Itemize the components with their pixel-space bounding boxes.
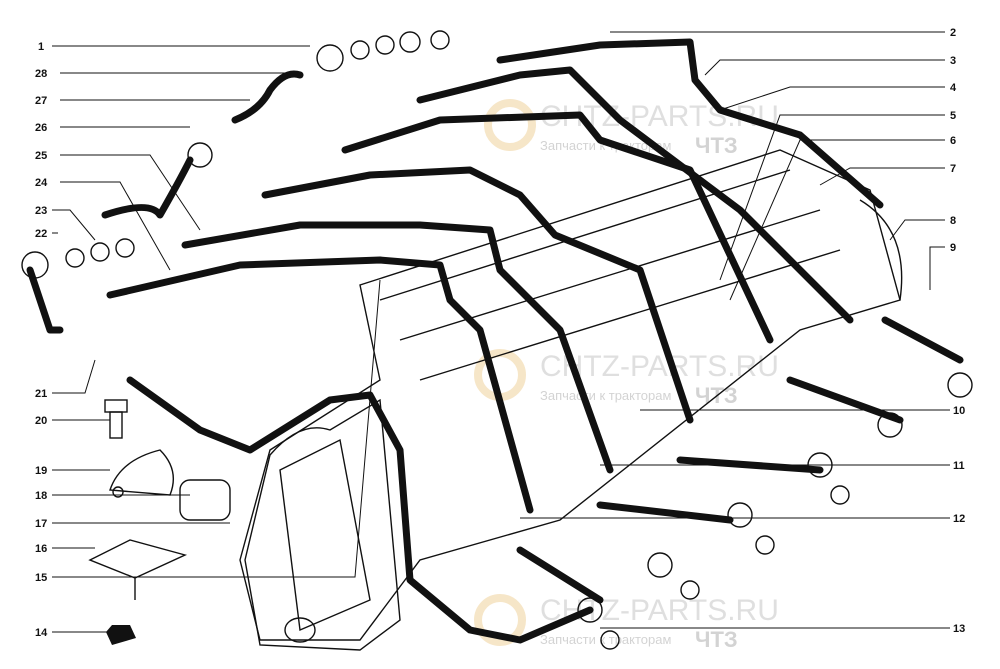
callout-18: 18: [35, 490, 47, 502]
callout-13: 13: [953, 623, 965, 635]
callout-22: 22: [35, 228, 47, 240]
callout-1: 1: [38, 41, 44, 53]
callout-11: 11: [953, 460, 965, 472]
callout-14: 14: [35, 627, 48, 639]
callout-5: 5: [950, 110, 956, 122]
callout-7: 7: [950, 163, 956, 175]
callout-27: 27: [35, 95, 47, 107]
callout-28: 28: [35, 68, 47, 80]
callout-19: 19: [35, 465, 47, 477]
small-parts: [88, 399, 231, 645]
callout-21: 21: [35, 388, 47, 400]
callouts-left: 1 28 27 26 25 24 23 22 21 20 19 18 17 16…: [35, 41, 48, 639]
callout-3: 3: [950, 55, 956, 67]
callout-2: 2: [950, 27, 956, 39]
callout-17: 17: [35, 518, 47, 530]
fuel-pipes: [26, 38, 884, 644]
callout-25: 25: [35, 150, 47, 162]
callout-20: 20: [35, 415, 47, 427]
callout-26: 26: [35, 122, 47, 134]
watermark-site: CHTZ-PARTS.RU: [540, 594, 779, 627]
callout-12: 12: [953, 513, 965, 525]
injection-pump-body: [239, 149, 903, 651]
watermark-brand: ЧТЗ: [695, 133, 738, 158]
banjo-fittings: [21, 30, 973, 650]
callout-6: 6: [950, 135, 956, 147]
leader-lines: [52, 31, 950, 633]
callout-23: 23: [35, 205, 47, 217]
callout-15: 15: [35, 572, 47, 584]
watermark-middle: CHTZ-PARTS.RU Запчасти к тракторам ЧТЗ: [474, 349, 779, 408]
callout-8: 8: [950, 215, 956, 227]
callout-24: 24: [35, 177, 48, 189]
callout-10: 10: [953, 405, 965, 417]
watermark-tagline: Запчасти к тракторам: [540, 388, 671, 403]
callout-9: 9: [950, 242, 956, 254]
watermark-tagline: Запчасти к тракторам: [540, 632, 671, 647]
callouts-right: 2 3 4 5 6 7 8 9 10 11 12 13: [950, 27, 965, 635]
watermark-brand: ЧТЗ: [695, 627, 738, 652]
callout-4: 4: [950, 82, 957, 94]
watermark-bottom: CHTZ-PARTS.RU Запчасти к тракторам ЧТЗ: [474, 594, 779, 652]
callout-16: 16: [35, 543, 47, 555]
